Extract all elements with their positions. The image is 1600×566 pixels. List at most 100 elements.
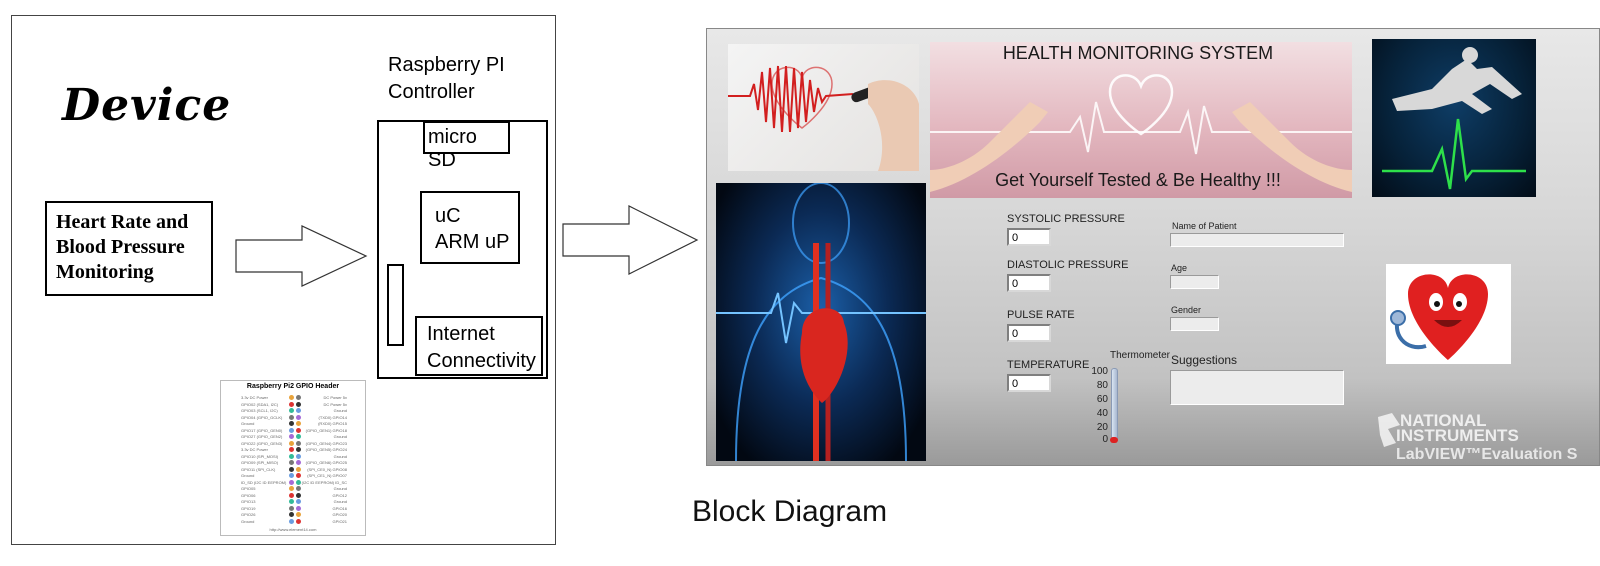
device-title: Device [62,80,232,131]
temperature-label: TEMPERATURE [1007,359,1090,371]
gpio-pin-right: (I2C ID EEPROM) ID_SC [301,479,347,485]
uc-line: uC [435,205,461,227]
uc-line: ARM uP [435,231,510,253]
gpio-pin-dot [296,486,301,491]
heartbeat-icon [728,65,919,171]
thermometer-tick: 100 [1091,366,1108,377]
gpio-pin-right: (GPIO_GEN4) GPIO23 [305,440,347,446]
systolic-input[interactable]: 0 [1007,228,1051,246]
gpio-pin-right: Ground [333,453,347,459]
gpio-pin-dot [289,518,294,524]
gpio-pin-right: (GPIO_GEN1) GPIO18 [305,427,347,433]
ni-logo-national: NATIONAL [1400,411,1487,430]
micro-sd-block: micro SD [423,121,510,171]
gpio-pin-left: 3.3v DC Power [241,395,268,400]
gpio-pin-dot [289,499,294,504]
gpio-pin-dot [289,401,294,407]
pulse-rate-label: PULSE RATE [1007,309,1075,321]
thermometer-bulb [1110,437,1118,443]
gpio-pin-dot [296,395,301,400]
gpio-pin-left: GPIO03 (SCL1, I2C) [241,408,278,413]
gpio-pin-left: Ground [241,518,255,524]
anatomy-icon [716,182,926,462]
monitor-line: Blood Pressure [56,236,185,258]
diastolic-label: DIASTOLIC PRESSURE [1007,259,1129,271]
gpio-pin-right: (RXD0) GPIO15 [318,421,347,426]
gpio-pin-right: GPIO20 [332,512,347,517]
gender-input[interactable] [1170,317,1219,331]
heart-stethoscope-icon [1390,274,1488,360]
thermometer-label: Thermometer [1110,350,1171,361]
thermometer-tick: 60 [1096,394,1108,405]
gpio-pin-right: GPIO21 [332,518,347,524]
gpio-row: GPIO04 (GPIO_GCLK) (TXD0) GPIO14 [225,414,361,421]
gpio-pin-dot [296,473,301,478]
pulse-rate-input[interactable]: 0 [1007,324,1051,342]
gpio-pin-dot [289,434,294,439]
gpio-pin-dot [289,440,294,446]
gpio-pin-dot [296,499,301,504]
gpio-title: Raspberry Pi2 GPIO Header [246,383,340,390]
runner-ecg-image [1372,39,1536,197]
gpio-pin-dot [296,408,301,413]
arrow-to-labview [562,205,699,275]
gpio-pin-left: GPIO02 (SDA1, I2C) [241,401,279,407]
chest-heart-xray-image [716,182,926,462]
gpio-pin-dot [289,486,294,491]
gpio-pin-left: GPIO27 (GPIO_GEN2) [241,434,283,439]
systolic-label: SYSTOLIC PRESSURE [1007,213,1125,225]
gpio-pin-dot [296,505,301,511]
controller-title: Raspberry PI Controller [388,52,505,106]
gpio-footer: http://www.element14.com [269,527,317,532]
gpio-pin-left: GPIO06 [241,492,256,498]
ni-logo-labview: LabVIEW™Evaluation S [1396,446,1578,463]
suggestions-output [1170,370,1344,405]
gpio-pin-left: GPIO13 [241,499,256,504]
gpio-pin-left: Ground [241,473,255,478]
gpio-pin-dot [289,414,294,420]
gpio-pin-dot [289,492,294,498]
gpio-pin-right: (TXD0) GPIO14 [318,414,347,420]
gpio-pin-left: ID_SD (I2C ID EEPROM) [241,479,287,485]
thermometer-tick: 80 [1096,380,1108,391]
gpio-pin-dot [289,460,294,465]
heart-mascot-image [1386,264,1511,364]
gpio-pin-left: GPIO04 (GPIO_GCLK) [241,414,283,420]
gpio-pin-dot [296,453,301,459]
age-input[interactable] [1170,275,1219,289]
gpio-pin-left: GPIO11 (SPI_CLK) [241,466,276,472]
gpio-pin-dot [296,427,301,433]
gpio-pin-dot [289,408,294,413]
gpio-pin-dot [296,518,301,524]
gpio-pin-dot [289,479,294,485]
gpio-row: Ground (SPI_CE1_N) GPIO07 [225,473,361,479]
thermometer-tube [1111,368,1118,442]
gpio-row: GPIO09 (SPI_MISO)(GPIO_GEN6) GPIO25 [225,460,361,466]
gpio-pin-right: (SPI_CE1_N) GPIO07 [307,473,347,478]
gpio-pin-right: Ground [333,499,347,504]
heart-ecg-hands-icon [930,74,1352,192]
gpio-pin-dot [289,466,294,472]
internet-line: Connectivity [427,350,536,372]
gpio-pin-right: Ground [333,434,347,439]
thermometer-tick: 40 [1096,408,1108,419]
controller-title-line: Raspberry PI [388,54,505,76]
gpio-row: Ground GPIO21 [225,518,361,525]
controller-title-line: Controller [388,81,475,103]
health-banner-image [930,42,1352,198]
gpio-row: GPIO03 (SCL1, I2C)Ground [225,408,361,414]
sd-slot-block [387,264,404,346]
patient-name-input[interactable] [1170,233,1344,247]
gpio-pin-right: DC Power 5v [323,401,347,407]
gpio-pin-left: GPIO10 (SPI_MOSI) [241,453,279,459]
diastolic-input[interactable]: 0 [1007,274,1051,292]
gpio-pin-dot [289,447,294,452]
arrow-to-controller [235,225,368,287]
temperature-input[interactable]: 0 [1007,374,1051,392]
gpio-pin-dot [296,460,301,465]
gpio-pin-dot [289,421,294,426]
gpio-row: GPIO22 (GPIO_GEN3)(GPIO_GEN4) GPIO23 [225,440,361,447]
thermometer-tick: 0 [1102,434,1108,445]
gpio-row: GPIO27 (GPIO_GEN2) Ground [225,434,361,440]
